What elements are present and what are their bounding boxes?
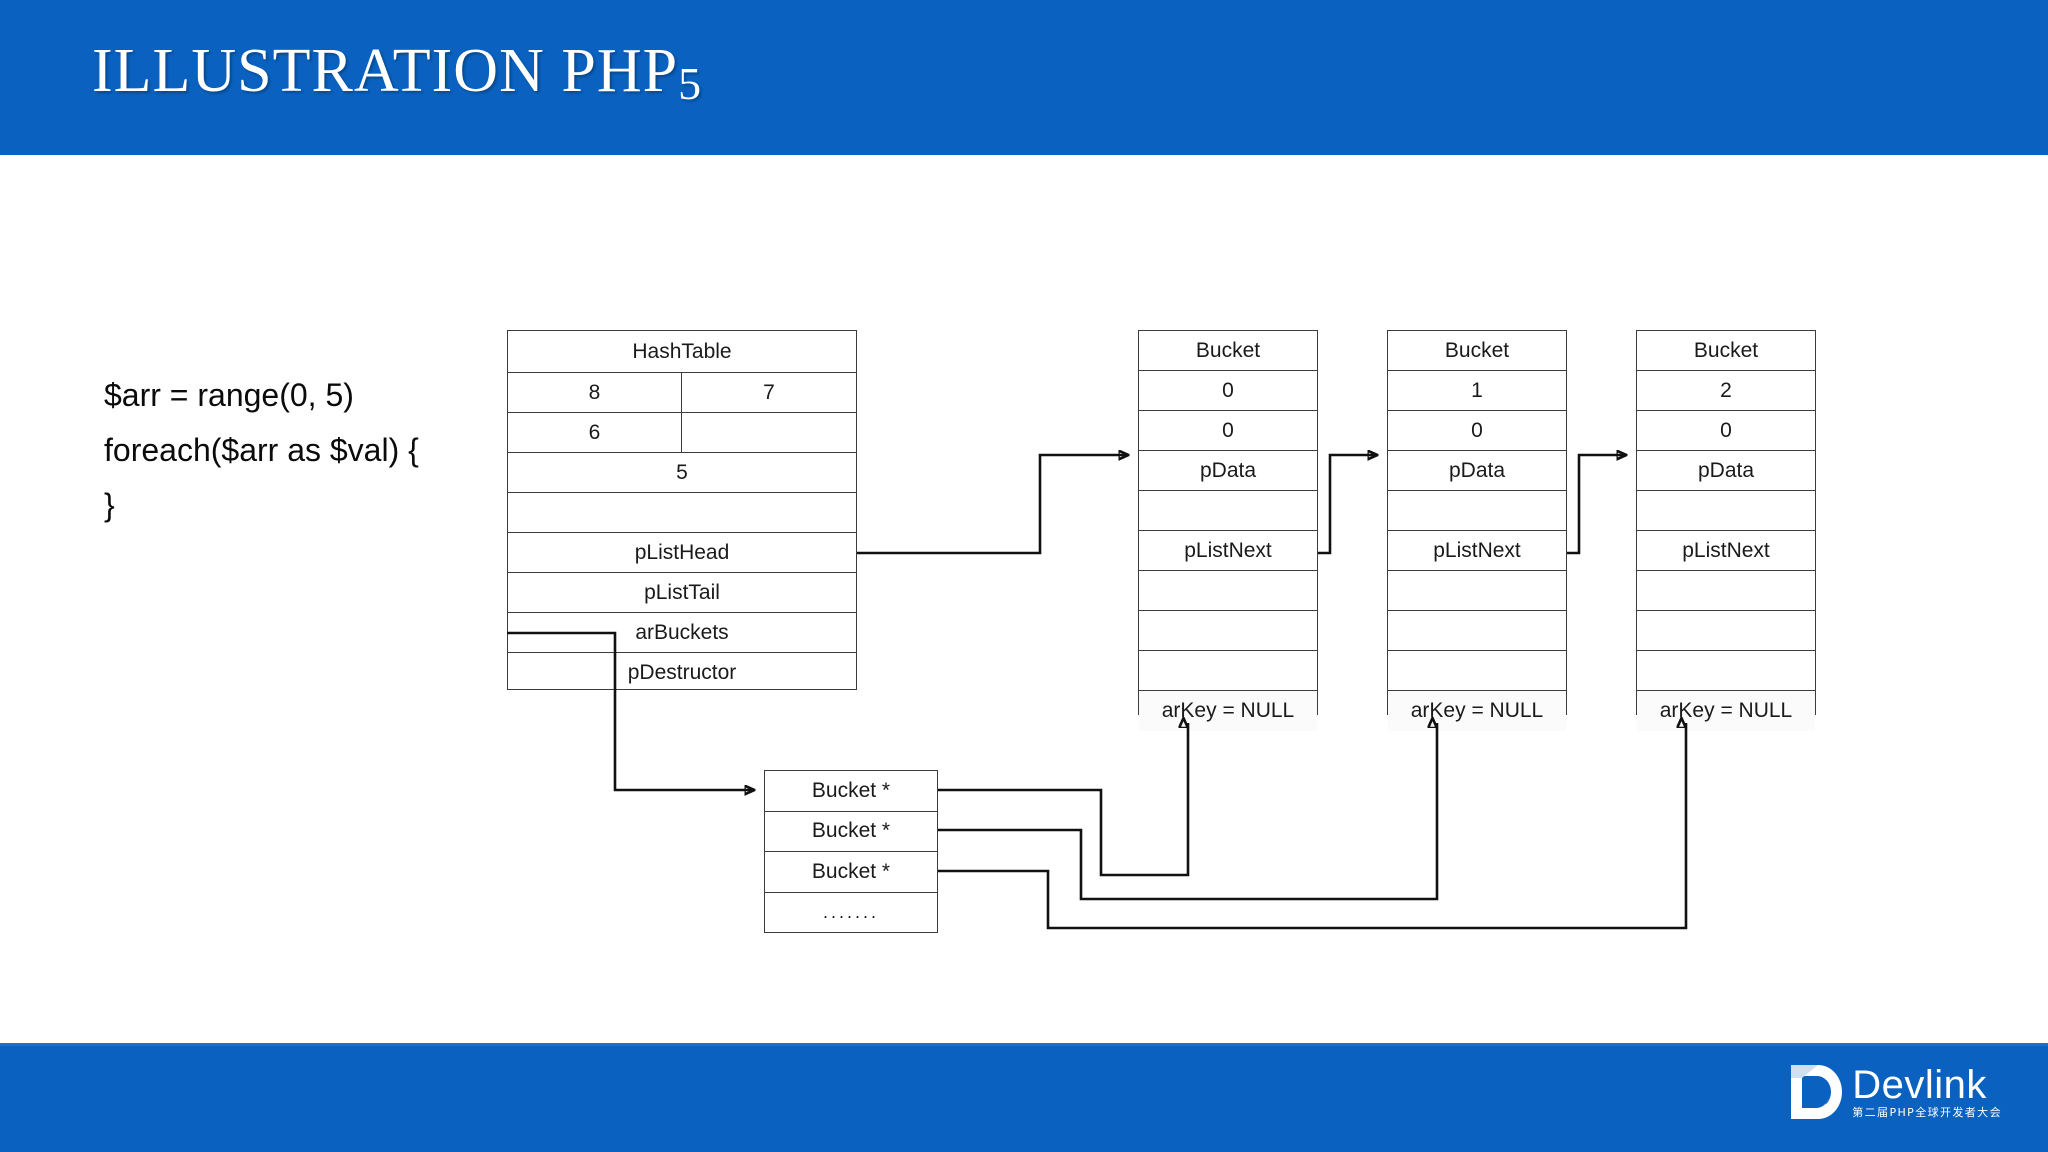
wire-arbuckets-to-array xyxy=(507,631,754,790)
hashtable-row-2: 5 xyxy=(508,453,856,493)
bucket-1-row-5 xyxy=(1388,571,1566,611)
bucket-2-row-1: 0 xyxy=(1637,411,1815,451)
bucket-0-row-5 xyxy=(1139,571,1317,611)
bucket-0-row-pdata: pData xyxy=(1139,451,1317,491)
bucket-0-row-7 xyxy=(1139,651,1317,691)
bucket-0-title: Bucket xyxy=(1139,331,1317,371)
page-title-suffix: 5 xyxy=(678,58,703,109)
bucket-2-row-3 xyxy=(1637,491,1815,531)
wire-bucket1-to-bucket2 xyxy=(1567,455,1626,555)
top-banner xyxy=(0,0,2048,155)
wire-arrayslot1-to-bucket1-arkey xyxy=(938,723,1437,901)
devlink-logo: Devlink 第二届PHP全球开发者大会 xyxy=(1788,1062,2002,1122)
hashtable-row-0-left: 8 xyxy=(508,373,682,412)
bucket-2-row-6 xyxy=(1637,611,1815,651)
code-snippet: $arr = range(0, 5) foreach($arr as $val)… xyxy=(104,377,419,523)
hashtable-struct-box: HashTable 8 7 6 5 pListHead pListTail ar… xyxy=(507,330,857,690)
bucket-2-row-plistnext: pListNext xyxy=(1637,531,1815,571)
bucket-0-row-6 xyxy=(1139,611,1317,651)
hashtable-row-0: 8 7 xyxy=(508,373,856,413)
arbuckets-row-2: Bucket * xyxy=(765,852,937,893)
arbuckets-row-ellipsis: ....... xyxy=(822,902,879,923)
bucket-1-row-pdata: pData xyxy=(1388,451,1566,491)
devlink-logo-text: Devlink 第二届PHP全球开发者大会 xyxy=(1852,1065,2002,1122)
bucket-2-row-0: 2 xyxy=(1637,371,1815,411)
hashtable-title: HashTable xyxy=(508,331,856,373)
bucket-struct-box-0: Bucket 0 0 pData pListNext arKey = NULL xyxy=(1138,330,1318,731)
wire-bucket0-to-bucket1 xyxy=(1318,455,1377,555)
bucket-1-row-arkey: arKey = NULL xyxy=(1388,691,1566,731)
bucket-struct-box-1: Bucket 1 0 pData pListNext arKey = NULL xyxy=(1387,330,1567,731)
wire-plisthead-to-bucket0 xyxy=(857,455,1128,555)
hashtable-row-plisthead: pListHead xyxy=(508,533,856,573)
bucket-1-row-6 xyxy=(1388,611,1566,651)
bucket-2-row-arkey: arKey = NULL xyxy=(1637,691,1815,731)
bucket-2-row-7 xyxy=(1637,651,1815,691)
arbuckets-row-0: Bucket * xyxy=(765,771,937,812)
bucket-1-row-3 xyxy=(1388,491,1566,531)
bucket-1-row-0: 1 xyxy=(1388,371,1566,411)
hashtable-row-3 xyxy=(508,493,856,533)
bucket-0-row-plistnext: pListNext xyxy=(1139,531,1317,571)
bottom-banner xyxy=(0,1043,2048,1152)
bucket-1-title: Bucket xyxy=(1388,331,1566,371)
hashtable-row-arbuckets: arBuckets xyxy=(508,613,856,653)
page-title-main: ILLUSTRATION PHP xyxy=(92,37,679,105)
page-title: ILLUSTRATION PHP5 xyxy=(92,37,702,107)
bottom-banner-edge xyxy=(0,1043,2048,1046)
bucket-0-row-arkey: arKey = NULL xyxy=(1139,691,1317,731)
hashtable-row-0-right: 7 xyxy=(763,380,775,404)
hashtable-row-plisttail: pListTail xyxy=(508,573,856,613)
devlink-d-mark-icon xyxy=(1788,1062,1843,1122)
wire-arrayslot2-to-bucket2-arkey xyxy=(938,723,1686,930)
bucket-2-row-pdata: pData xyxy=(1637,451,1815,491)
hashtable-row-1-left: 6 xyxy=(508,413,682,452)
devlink-subtitle: 第二届PHP全球开发者大会 xyxy=(1852,1106,2002,1119)
bucket-1-row-1: 0 xyxy=(1388,411,1566,451)
bucket-struct-box-2: Bucket 2 0 pData pListNext arKey = NULL xyxy=(1636,330,1816,731)
bucket-2-row-5 xyxy=(1637,571,1815,611)
hashtable-row-pdestructor: pDestructor xyxy=(627,661,737,684)
wire-arrayslot0-to-bucket0-arkey xyxy=(938,723,1188,877)
bucket-0-row-0: 0 xyxy=(1139,371,1317,411)
devlink-wordmark: Devlink xyxy=(1852,1063,1987,1107)
bucket-0-row-3 xyxy=(1139,491,1317,531)
bucket-1-row-plistnext: pListNext xyxy=(1388,531,1566,571)
bucket-2-title: Bucket xyxy=(1637,331,1815,371)
bucket-1-row-7 xyxy=(1388,651,1566,691)
arbuckets-row-1: Bucket * xyxy=(765,812,937,852)
hashtable-row-1-right xyxy=(682,413,856,452)
bucket-0-row-1: 0 xyxy=(1139,411,1317,451)
arbuckets-array-box: Bucket * Bucket * Bucket * ....... xyxy=(764,770,938,933)
hashtable-row-1: 6 xyxy=(508,413,856,453)
